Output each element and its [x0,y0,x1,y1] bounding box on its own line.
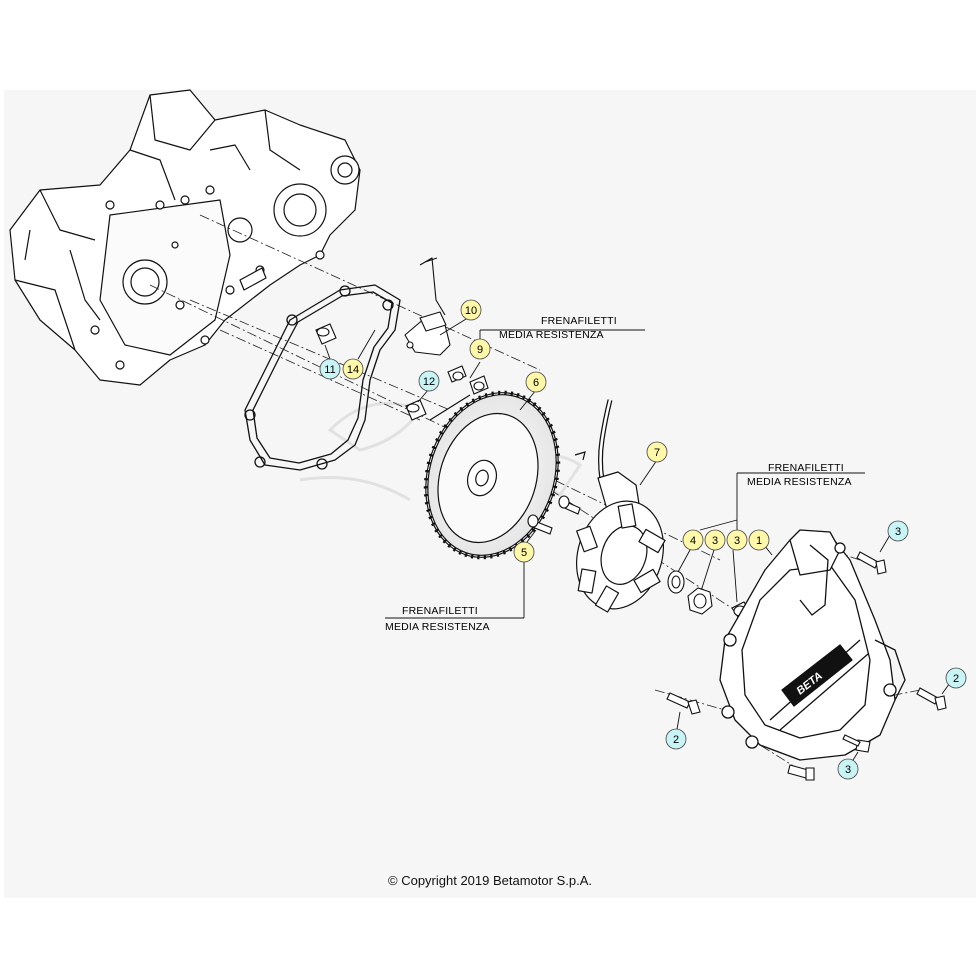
callout-6: 4 [682,529,704,551]
note-line-1: FRENAFILETTI [541,315,617,327]
callout-label: 1 [756,535,762,547]
callout-14: 14 [342,358,364,380]
note-threadlock-right: FRENAFILETTI MEDIA RESISTENZA [747,462,852,488]
callout-4: 3 [726,529,748,551]
callout-5: 3 [704,529,726,551]
callout-label: 2 [673,734,679,746]
crankcase [9,89,361,386]
gasket [244,284,401,471]
callout-label: 4 [690,535,696,547]
callout-label: 3 [845,764,851,776]
pickup-sensor [404,257,451,356]
copyright-notice: © Copyright 2019 Betamotor S.p.A. [388,873,592,888]
cover-bolt [666,551,947,781]
callout-9: 6 [525,371,547,393]
callout-11: 9 [469,338,491,360]
flywheel [423,390,586,560]
callout-label: 3 [712,535,718,547]
note-threadlock-top: FRENAFILETTI MEDIA RESISTENZA [499,315,617,341]
washer [667,570,685,594]
callout-10: 7 [646,441,668,463]
note-threadlock-bottom: FRENAFILETTI MEDIA RESISTENZA [385,605,490,633]
callout-label: 11 [324,364,335,376]
callout-label: 3 [895,526,901,538]
sensor-screw [447,365,489,395]
callout-7: 5 [513,541,535,563]
flywheel-nut [687,587,713,615]
note-line-1: FRENAFILETTI [768,462,844,474]
dowel-bushing [315,323,427,421]
callout-label: 6 [533,377,539,389]
note-line-2: MEDIA RESISTENZA [499,329,604,341]
callout-3-top: 3 [887,520,909,542]
callout-3-bottom: 3 [837,758,859,780]
note-line-1: FRENAFILETTI [402,605,478,617]
note-line-2: MEDIA RESISTENZA [385,621,490,633]
callout-label: 12 [423,376,435,388]
ring-gear-teeth [423,390,561,560]
callout-label: 2 [953,673,959,685]
callout-label: 3 [734,535,740,547]
stator [575,399,666,613]
callout-label: 10 [465,305,477,317]
callout-12: 10 [460,299,482,321]
callout-2-right: 2 [945,667,967,689]
ignition-cover: BETA [719,529,906,761]
flywheel-bolt [527,495,581,535]
callout-label: 5 [521,547,527,559]
callout-label: 14 [347,364,359,376]
note-line-2: MEDIA RESISTENZA [747,476,852,488]
callout-1: 1 [748,529,770,551]
callout-label: 9 [477,344,483,356]
callout-2-left: 2 [665,728,687,750]
callout-13-mid: 12 [418,370,440,392]
callout-label: 7 [654,447,660,459]
callout-13-top: 11 [319,358,341,380]
